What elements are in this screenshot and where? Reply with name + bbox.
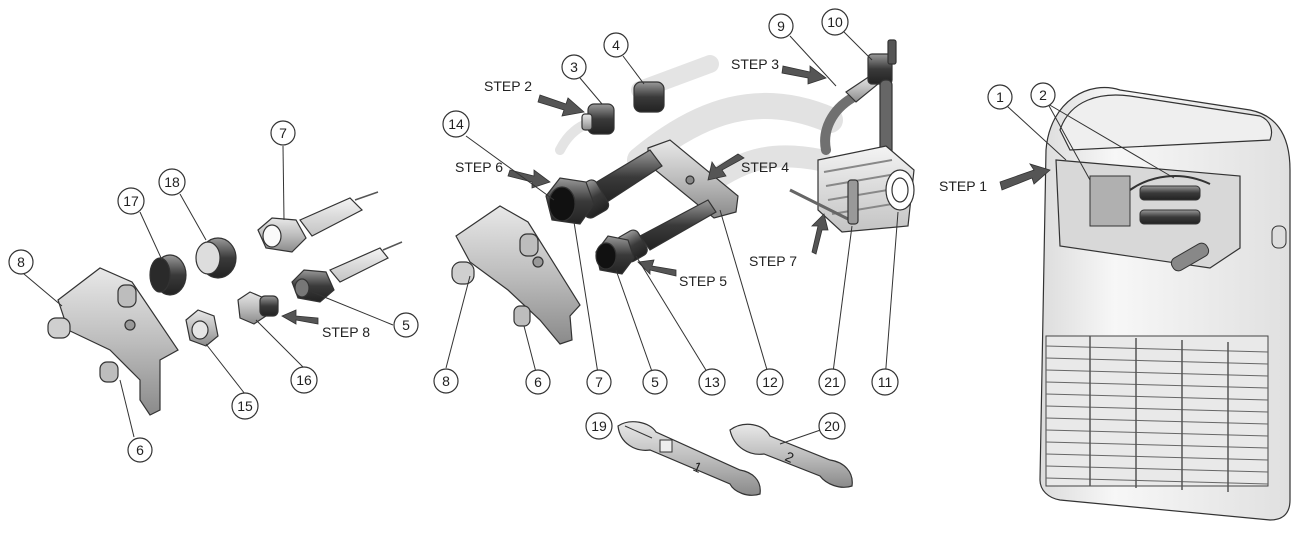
- callout-7-center: 7: [586, 369, 612, 395]
- callout-2: 2: [1030, 82, 1056, 108]
- step-arrows: [281, 65, 1051, 325]
- callout-10: 10: [821, 8, 849, 36]
- callout-18: 18: [158, 168, 186, 196]
- callout-8-center: 8: [433, 368, 459, 394]
- svg-text:5: 5: [402, 317, 410, 333]
- internal-valves: [1089, 175, 1211, 272]
- svg-text:9: 9: [777, 18, 785, 34]
- hex-nut-15: [185, 309, 219, 347]
- callout-19: 19: [585, 412, 613, 440]
- step-2-arrow: [537, 94, 585, 117]
- step-3-label: STEP 3: [731, 56, 779, 72]
- callout-7-left: 7: [270, 120, 296, 146]
- coil-assembly-11: [789, 145, 915, 233]
- pipe-7-left: [257, 191, 379, 253]
- svg-text:4: 4: [612, 37, 620, 53]
- svg-text:3: 3: [570, 59, 578, 75]
- step-6-arrow: [507, 169, 551, 189]
- center-parts-group: 1 2: [451, 39, 915, 496]
- step-7-arrow: [811, 213, 829, 255]
- svg-text:1: 1: [996, 89, 1004, 105]
- nut-18: [195, 237, 237, 279]
- pipe-assembly-13: [595, 199, 717, 275]
- svg-text:7: 7: [279, 125, 287, 141]
- callout-4: 4: [603, 32, 629, 58]
- wrench-19: 1: [617, 421, 761, 496]
- step-2-label: STEP 2: [484, 78, 532, 94]
- svg-text:20: 20: [824, 418, 840, 434]
- step-1-arrow: [999, 163, 1051, 191]
- callout-20: 20: [818, 412, 846, 440]
- svg-text:10: 10: [827, 14, 843, 30]
- pipe-assembly-14: [545, 149, 663, 225]
- callout-1: 1: [987, 84, 1013, 110]
- callout-9: 9: [768, 13, 794, 39]
- step-6-label: STEP 6: [455, 159, 503, 175]
- callout-3: 3: [561, 54, 587, 80]
- callout-12: 12: [756, 368, 784, 396]
- fitting-3: [581, 103, 615, 135]
- step-8-arrow: [281, 309, 319, 325]
- leader-lines: [23, 31, 1175, 445]
- svg-text:6: 6: [534, 374, 542, 390]
- callout-5-left: 5: [393, 312, 419, 338]
- svg-text:16: 16: [296, 372, 312, 388]
- unit-grille: [1045, 335, 1269, 492]
- callout-11: 11: [871, 368, 899, 396]
- step-5-label: STEP 5: [679, 273, 727, 289]
- svg-text:15: 15: [237, 398, 253, 414]
- svg-text:8: 8: [442, 373, 450, 389]
- left-parts-group: [47, 191, 403, 416]
- step-4-label: STEP 4: [741, 159, 789, 175]
- svg-text:21: 21: [824, 374, 840, 390]
- fitting-16: [237, 291, 279, 325]
- svg-text:5: 5: [651, 374, 659, 390]
- callout-6-center: 6: [525, 369, 551, 395]
- nut-17: [149, 254, 187, 296]
- svg-text:13: 13: [704, 374, 720, 390]
- callout-13: 13: [698, 368, 726, 396]
- unit-side-handle: [1271, 225, 1287, 249]
- svg-text:2: 2: [1039, 87, 1047, 103]
- air-conditioner-unit: [1039, 86, 1291, 521]
- svg-text:19: 19: [591, 418, 607, 434]
- svg-text:18: 18: [164, 174, 180, 190]
- svg-text:7: 7: [595, 374, 603, 390]
- pipe-5-left: [291, 241, 403, 303]
- callouts: 1 2 3 4 9 10 14 7 18 17 8 5 16 15 6 8 6 …: [8, 8, 1056, 463]
- step-3-arrow: [781, 65, 827, 85]
- fitting-4: [633, 81, 665, 113]
- bracket-left: [47, 267, 179, 416]
- svg-text:11: 11: [878, 374, 893, 390]
- callout-17: 17: [117, 187, 145, 215]
- callout-6-left: 6: [127, 437, 153, 463]
- valve-9-10: [820, 39, 897, 157]
- step-5-arrow: [637, 259, 677, 277]
- svg-text:14: 14: [448, 116, 464, 132]
- step-4-arrow: [707, 153, 745, 181]
- callout-8-left: 8: [8, 249, 34, 275]
- unit-top: [1059, 94, 1273, 151]
- step-7-label: STEP 7: [749, 253, 797, 269]
- svg-text:17: 17: [123, 193, 139, 209]
- callout-5-center: 5: [642, 369, 668, 395]
- svg-text:8: 8: [17, 254, 25, 270]
- callout-16: 16: [290, 366, 318, 394]
- callout-14: 14: [442, 110, 470, 138]
- step-1-label: STEP 1: [939, 178, 987, 194]
- wrench-20: 2: [729, 423, 853, 488]
- bracket-center: [451, 205, 581, 345]
- callout-15: 15: [231, 392, 259, 420]
- svg-text:12: 12: [762, 374, 778, 390]
- step-8-label: STEP 8: [322, 324, 370, 340]
- step-labels: STEP 1 STEP 2 STEP 3 STEP 4 STEP 5 STEP …: [322, 56, 987, 340]
- svg-text:6: 6: [136, 442, 144, 458]
- callout-21: 21: [818, 368, 846, 396]
